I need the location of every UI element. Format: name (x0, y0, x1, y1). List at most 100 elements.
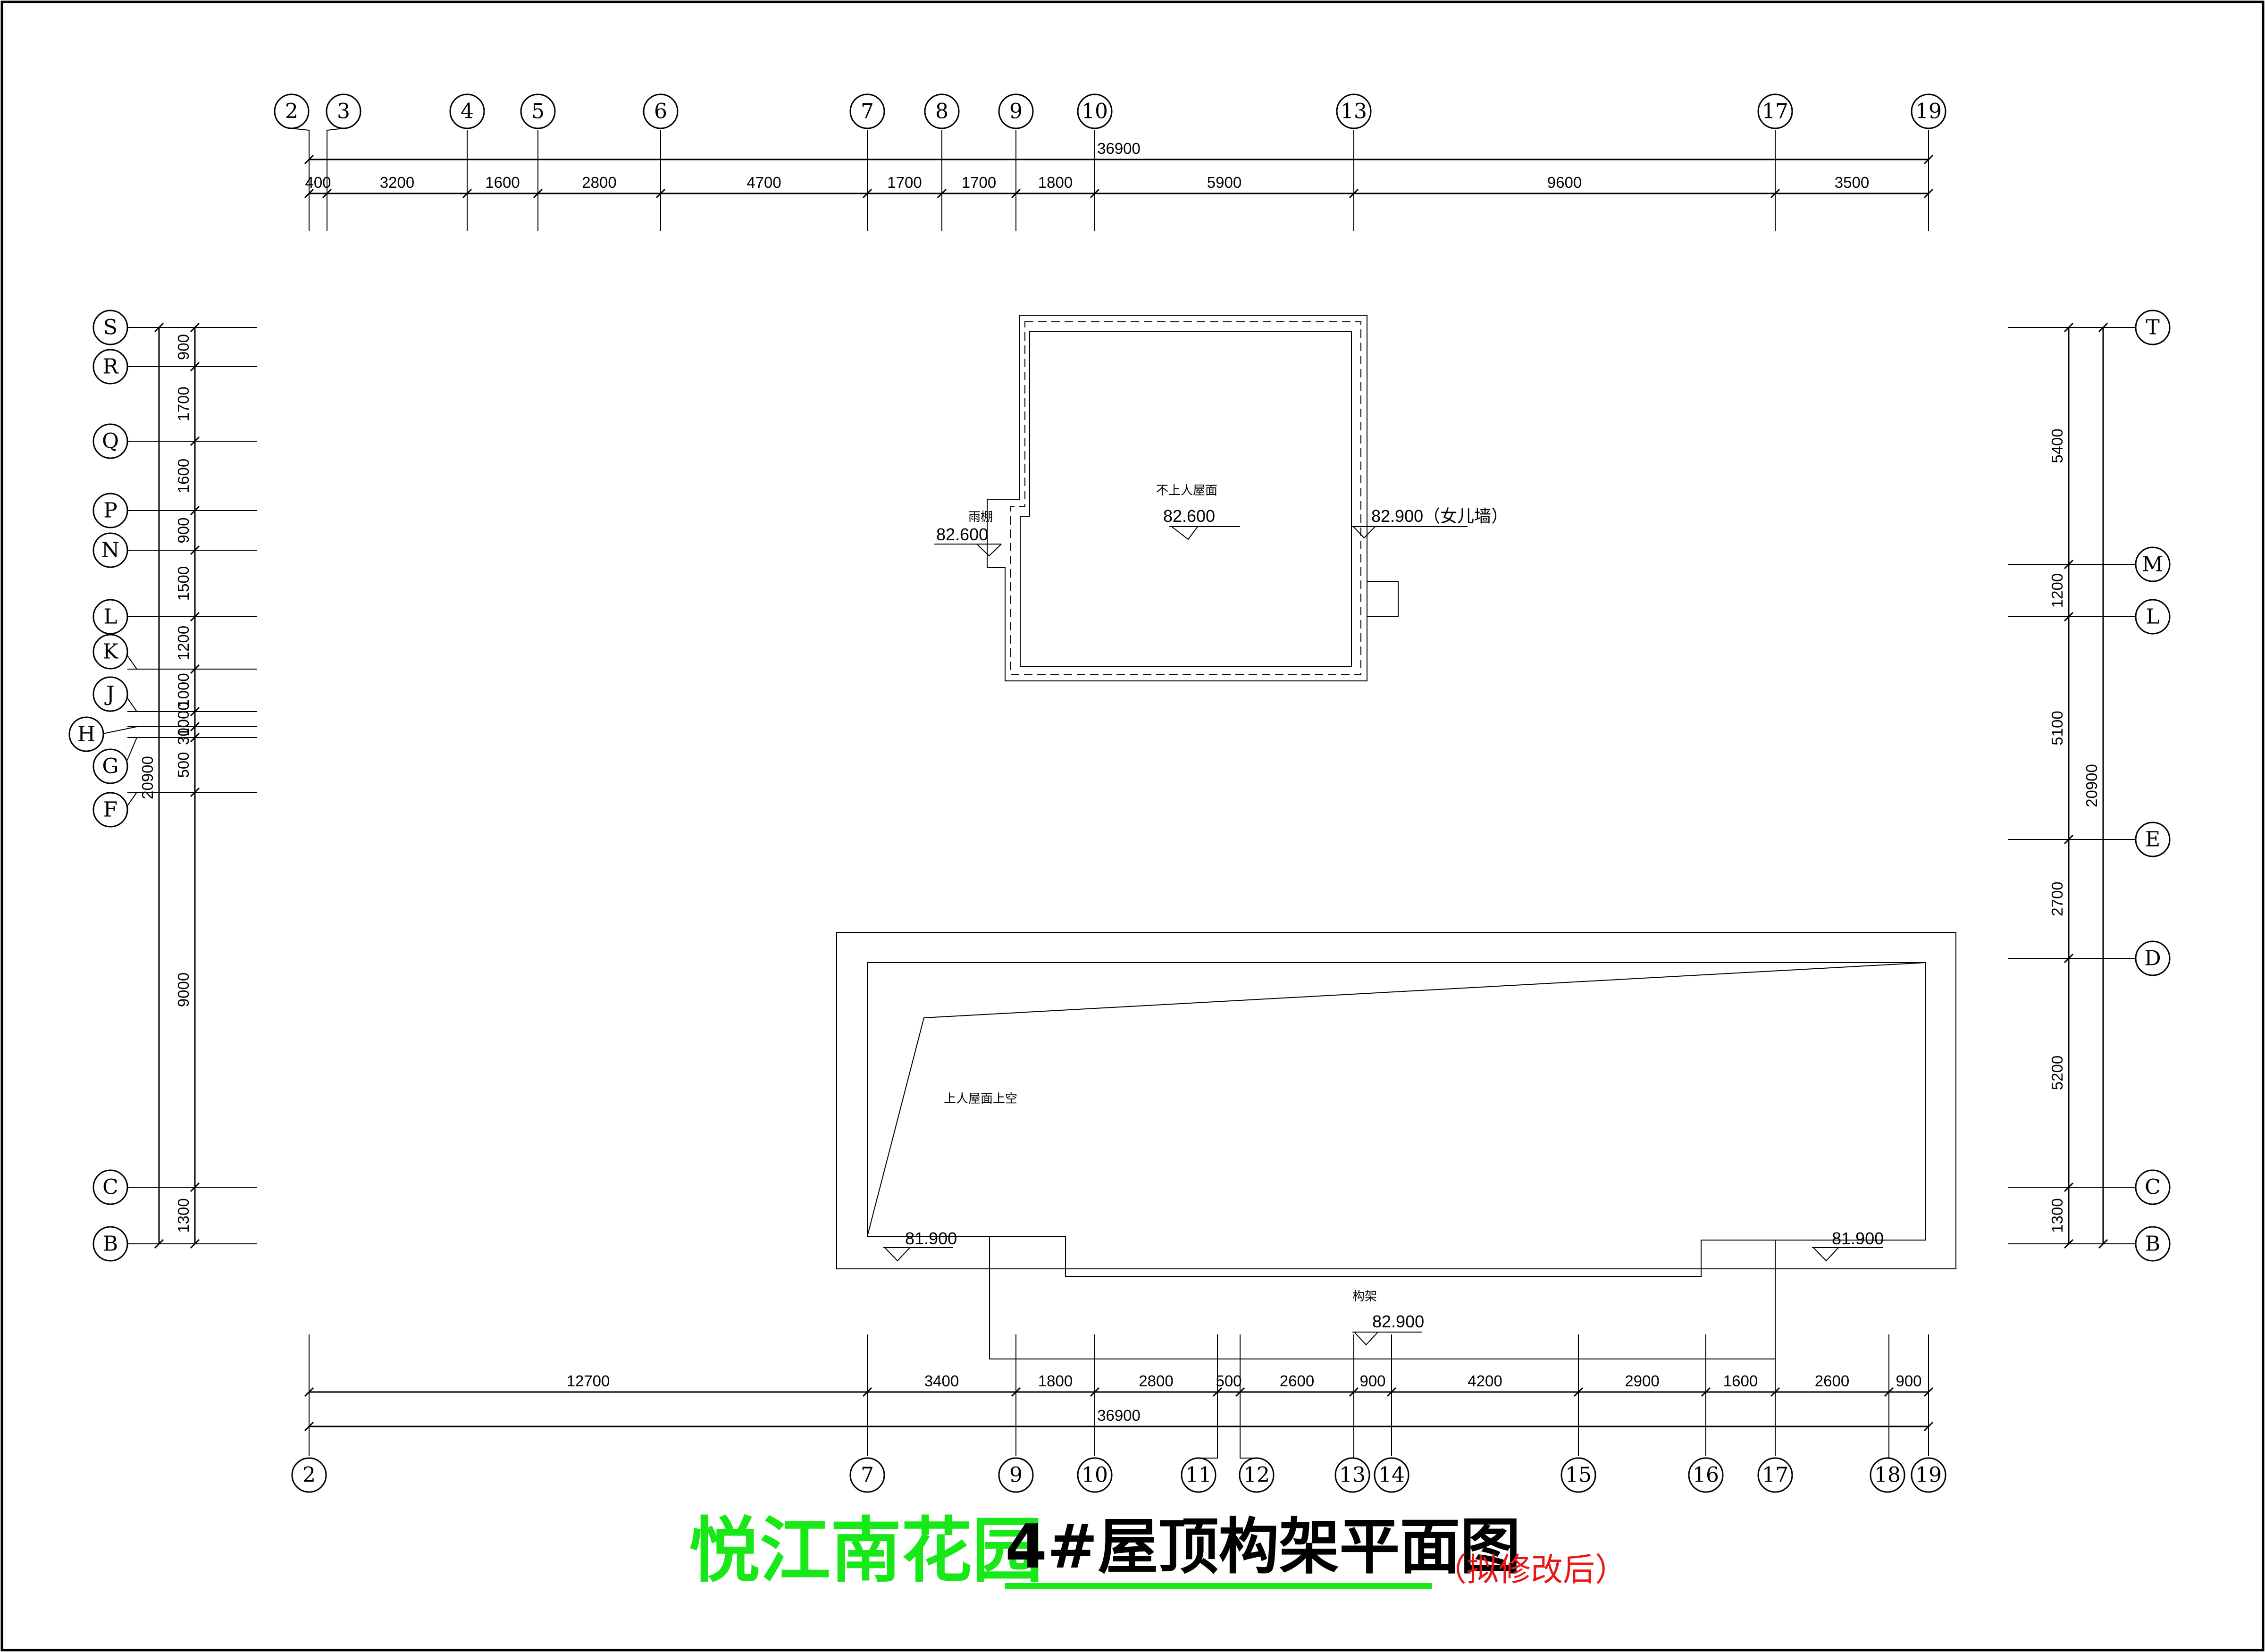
left-segment-dim: 1300 (175, 1198, 192, 1233)
dimension-tick (1923, 188, 1934, 199)
right-total-dim: 20900 (2083, 764, 2100, 807)
upper-roof-label: 不上人屋面 (1156, 484, 1217, 498)
canopy-elev-marker (976, 544, 1002, 557)
left-axis-grid: SRQPNLKJHGFCB900170016009001500120010001… (68, 310, 257, 1262)
top-axis-10-label: 10 (1082, 100, 1108, 124)
top-axis-6-label: 6 (654, 100, 667, 124)
dimension-tick (190, 322, 200, 333)
bottom-axis-leader (1352, 1444, 1354, 1459)
bottom-axis-19-label: 19 (1915, 1463, 1942, 1487)
top-axis-3-bubble (326, 93, 361, 129)
left-segment-dim: 1000 (175, 702, 192, 736)
left-axis-L-label: L (103, 605, 117, 629)
dimension-tick (1090, 188, 1100, 199)
dimension-tick (190, 1239, 200, 1249)
bottom-axis-17-bubble (1757, 1457, 1793, 1493)
left-axis-F-bubble (92, 792, 128, 828)
dimension-tick (533, 188, 543, 199)
top-axis-2-label: 2 (285, 100, 298, 124)
bottom-axis-19-bubble (1911, 1457, 1946, 1493)
top-segment-dim: 4700 (747, 174, 781, 191)
right-axis-M-label: M (2142, 553, 2163, 577)
void-diagonal-outline (867, 962, 1926, 1237)
bottom-segment-dim: 2600 (1280, 1372, 1314, 1390)
bottom-axis-14-label: 14 (1378, 1463, 1405, 1487)
bottom-axis-17-label: 17 (1762, 1463, 1788, 1487)
left-axis-H-bubble (68, 716, 104, 752)
dimension-tick (937, 188, 947, 199)
bottom-axis-16-label: 16 (1693, 1463, 1719, 1487)
dimension-tick (190, 787, 200, 797)
left-axis-K-label: K (103, 640, 119, 664)
left-axis-B-bubble (92, 1226, 128, 1262)
right-lower-elevation: 81.900 (1832, 1229, 1884, 1248)
parapet-elevation: 82.900（女儿墙） (1371, 506, 1508, 526)
right-segment-dim: 5400 (2048, 428, 2066, 463)
bottom-axis-16-bubble (1688, 1457, 1724, 1493)
dimension-tick (190, 1182, 200, 1192)
dimension-tick (1770, 188, 1780, 199)
bottom-segment-dim: 4200 (1468, 1372, 1502, 1390)
dimension-tick (1011, 1387, 1021, 1397)
dimension-tick (304, 188, 314, 199)
top-segment-dim: 2800 (582, 174, 616, 191)
left-segment-dim: 1600 (175, 459, 192, 493)
right-axis-E-label: E (2145, 828, 2160, 852)
bottom-total-dim: 36900 (1097, 1407, 1141, 1424)
frame-label: 构架 (1352, 1290, 1377, 1304)
dimension-tick (2064, 612, 2074, 622)
dimension-tick (862, 188, 872, 199)
right-segment-dim: 5100 (2048, 711, 2066, 745)
left-axis-J-bubble (92, 676, 128, 712)
top-axis-19-bubble (1911, 93, 1946, 129)
right-segment-dim: 1200 (2048, 573, 2066, 608)
bottom-segment-dim: 1600 (1723, 1372, 1758, 1390)
right-segment-dim: 1300 (2048, 1198, 2066, 1233)
top-axis-8-label: 8 (935, 100, 948, 124)
top-axis-9-label: 9 (1009, 100, 1023, 124)
dimension-tick (462, 188, 472, 199)
right-axis-C-label: C (2145, 1175, 2161, 1199)
frame-elevation: 82.900 (1372, 1312, 1424, 1331)
top-axis-leader (327, 128, 344, 142)
top-segment-dim: 5900 (1207, 174, 1242, 191)
left-axis-G-bubble (92, 748, 128, 784)
left-axis-R-bubble (92, 349, 128, 385)
lower-roof-block: 上人屋面上空 81.900 81.900 构架 82.900 (836, 932, 1956, 1359)
canopy-label: 雨棚 (968, 510, 993, 524)
left-axis-C-bubble (92, 1169, 128, 1205)
bottom-segment-dim: 2800 (1139, 1372, 1173, 1390)
top-segment-dim: 1800 (1038, 174, 1073, 191)
top-axis-10-bubble (1077, 93, 1113, 129)
top-axis-leader (291, 128, 310, 142)
bottom-axis-9-label: 9 (1009, 1463, 1023, 1487)
dimension-tick (1349, 188, 1359, 199)
dimension-tick (1090, 1387, 1100, 1397)
upper-roof-block: 不上人屋面 82.600 82.900（女儿墙） 雨棚 82.600 (934, 315, 1508, 681)
left-axis-Q-label: Q (102, 429, 119, 453)
dimension-tick (190, 732, 200, 743)
top-axis-13-bubble (1336, 93, 1372, 129)
dimension-tick (1923, 1387, 1934, 1397)
right-axis-T-label: T (2146, 316, 2159, 340)
dimension-tick (1349, 1387, 1359, 1397)
lower-roof-outer-outline (836, 932, 1956, 1269)
top-axis-4-bubble (449, 93, 485, 129)
left-segment-dim: 1200 (175, 626, 192, 660)
dimension-tick (2064, 834, 2074, 845)
bottom-segment-dim: 500 (1216, 1372, 1242, 1390)
bottom-axis-15-label: 15 (1565, 1463, 1592, 1487)
bottom-segment-dim: 2900 (1625, 1372, 1659, 1390)
bottom-axis-13-bubble (1334, 1457, 1370, 1493)
bottom-axis-7-label: 7 (861, 1463, 874, 1487)
bottom-axis-18-label: 18 (1874, 1463, 1901, 1487)
left-segment-dim: 900 (175, 517, 192, 543)
bottom-axis-15-bubble (1560, 1457, 1596, 1493)
top-axis-3-label: 3 (337, 100, 350, 124)
dimension-tick (190, 436, 200, 446)
left-lower-elev-marker (884, 1247, 910, 1262)
dimension-tick (1212, 1387, 1223, 1397)
top-segment-dim: 9600 (1547, 174, 1582, 191)
